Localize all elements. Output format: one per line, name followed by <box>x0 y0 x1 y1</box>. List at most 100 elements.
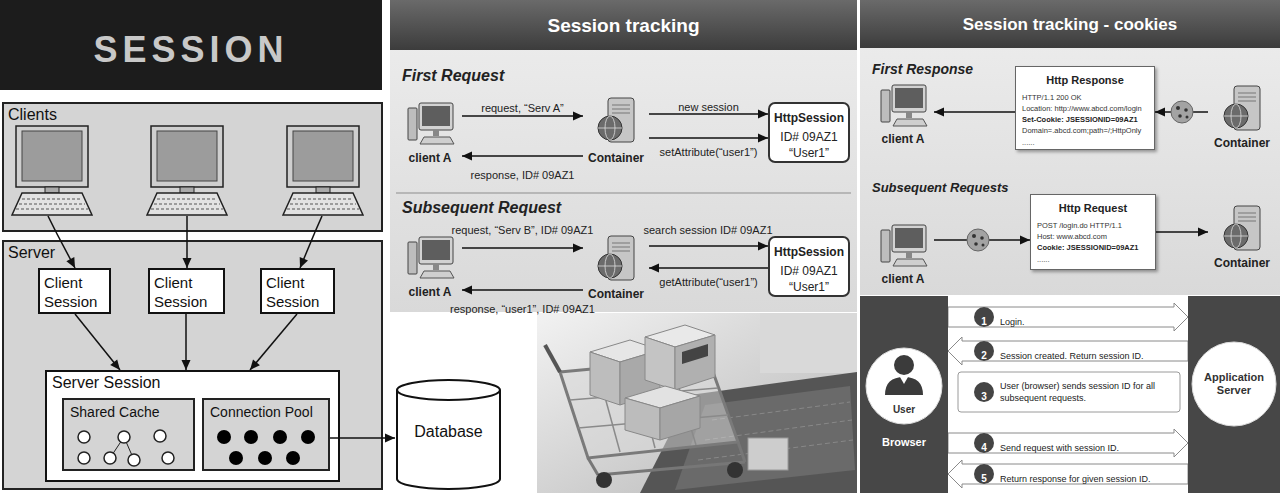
connector <box>182 314 191 370</box>
section-label: First Response <box>872 60 973 78</box>
http-session-box: HttpSessionID# 09AZ1“User1” <box>768 102 850 163</box>
client-computer: client A <box>398 100 462 168</box>
cookies-panel: Session tracking - cookies client A Http R… <box>860 0 1280 295</box>
client-session-box: Client Session <box>260 268 335 314</box>
container-server-text: Container <box>588 287 644 302</box>
container-server: Container <box>583 234 649 304</box>
http-response-box-text: Domain=.abcd.com;path=/;HttpOnly <box>1022 126 1141 135</box>
container-server-text: Container <box>588 151 644 166</box>
connector <box>948 460 1188 488</box>
container-server-text: Container <box>1214 256 1270 271</box>
http-session-box-text: ID# 09AZ1 <box>780 130 837 145</box>
edge-label-holder: Session created. Return session ID. <box>1000 345 1180 363</box>
http-response-box-text: Http Response <box>1046 73 1124 87</box>
server-session-group-text-holder: Server Session <box>52 373 252 393</box>
browser-panel-text: Browser <box>882 435 926 449</box>
callout-number-holder: 5 <box>974 468 994 486</box>
edge-label: Session created. Return session ID. <box>1000 350 1144 362</box>
connection-pool-box-text-holder: Connection Pool <box>210 403 326 421</box>
connection-pool-box-text: Connection Pool <box>210 403 313 421</box>
client-computer-text-holder: client A <box>398 282 462 300</box>
cookies-panel-text-holder: Session tracking - cookies <box>860 14 1280 35</box>
http-response-box-text: Set-Cookie: JSESSIONID=09AZ1 <box>1022 115 1138 124</box>
client-session-box: Client Session <box>148 268 225 314</box>
database-cylinder-text-holder: Database <box>395 422 502 442</box>
section-label-holder: User (browser) sends session ID for all … <box>1000 380 1170 405</box>
client-computer: client A <box>872 82 934 149</box>
clients-group-text-holder: Clients <box>8 105 158 125</box>
edge-label: Return response for given session ID. <box>1000 473 1151 485</box>
connector <box>934 108 1015 117</box>
section-label: User (browser) sends session ID for all … <box>1000 380 1170 404</box>
client-computer-text-holder: client A <box>398 148 462 166</box>
cookies-panel-text: Session tracking - cookies <box>963 14 1177 35</box>
connector <box>300 232 315 268</box>
http-request-box-text: POST /login.do HTTP/1.1 <box>1037 221 1122 230</box>
callout-number-holder: 4 <box>974 437 994 455</box>
http-request-box-text-holder: POST /login.do HTTP/1.1 <box>1037 214 1153 232</box>
edge-label: setAttribute(“user1”) <box>660 145 758 159</box>
section-label-holder: Subsequent Request <box>402 198 632 218</box>
connector <box>1156 228 1208 237</box>
http-request-box-text-holder: Http Request <box>1031 198 1155 216</box>
edge-label-holder: response, “user1”, ID# 09AZ1 <box>440 299 605 317</box>
client-session-box-text: Client Session <box>44 273 108 311</box>
section-label-holder: Subsequent Requests <box>872 178 1027 196</box>
client-computer-text: client A <box>409 285 452 300</box>
edge-label: request, “Serv A” <box>481 101 564 115</box>
http-response-box-text: Location: http://www.abcd.com/login <box>1022 104 1142 113</box>
client-session-box-text: Client Session <box>266 273 332 311</box>
http-session-box-text-holder: HttpSession <box>770 242 848 260</box>
callout-number-holder: 3 <box>974 386 994 404</box>
edge-label-holder: getAttribute(“user1”) <box>649 272 768 290</box>
http-session-box: HttpSessionID# 09AZ1“User1” <box>768 236 850 297</box>
http-session-box-text: HttpSession <box>774 111 844 126</box>
browser-panel-text-holder: Browser <box>860 432 948 450</box>
browser-panel: UserBrowser <box>860 296 948 493</box>
edge-label: new session <box>678 100 739 114</box>
client-session-box-text-holder: Client Session <box>44 273 108 311</box>
database-cylinder-text: Database <box>414 422 483 442</box>
http-session-box-text-holder: ID# 09AZ1 <box>770 261 848 279</box>
http-session-box-text: ID# 09AZ1 <box>780 264 837 279</box>
container-server: Container <box>1208 204 1276 273</box>
client-session-box-text-holder: Client Session <box>154 273 222 311</box>
http-session-box-text-holder: “User1” <box>770 143 848 161</box>
callout-number: 3 <box>981 391 987 403</box>
http-response-box-text: HTTP/1.1 200 OK <box>1022 93 1082 102</box>
callout-number: 1 <box>981 316 987 328</box>
connector <box>462 286 583 295</box>
clients-group-text: Clients <box>8 105 57 125</box>
clients-group: Clients <box>2 102 383 232</box>
shared-cache-box-text: Shared Cache <box>70 403 160 421</box>
client-computer-text-holder: client A <box>872 269 934 287</box>
browser-panel-icon <box>860 296 948 493</box>
application-server-panel-text: Application Server <box>1194 371 1274 397</box>
edge-label-holder: Return response for given session ID. <box>1000 468 1180 486</box>
edge-label: getAttribute(“user1”) <box>659 275 757 289</box>
section-label: First Request <box>402 66 504 86</box>
client-computer-text-holder: client A <box>872 129 934 147</box>
browser-panel-text: User <box>893 403 915 416</box>
client-computer-text: client A <box>882 272 925 287</box>
application-server-panel-text-holder: Application Server <box>1194 371 1274 398</box>
edge-label-holder: Login. <box>1000 311 1180 329</box>
container-server-text-holder: Container <box>583 148 649 166</box>
shared-cache-box: Shared Cache <box>62 398 195 471</box>
connector <box>948 303 1188 331</box>
connector <box>75 314 120 370</box>
connector <box>948 337 1188 365</box>
connector <box>183 232 192 268</box>
section-label-holder: First Request <box>402 66 622 86</box>
http-session-box-text-holder: HttpSession <box>770 108 848 126</box>
callout-number-holder: 2 <box>974 345 994 363</box>
client-session-box-text: Client Session <box>154 273 222 311</box>
browser-panel-text-holder: User <box>860 399 948 417</box>
server-group: ServerClient Session Client Session Client… <box>2 240 383 490</box>
edge-label: response, ID# 09AZ1 <box>471 168 575 182</box>
server-group-text-holder: Server <box>8 243 158 263</box>
http-request-box-text: ...... <box>1037 255 1050 264</box>
client-computer: client A <box>872 222 934 289</box>
connector <box>948 429 1188 457</box>
http-response-box-text-holder: Http Response <box>1016 70 1154 88</box>
